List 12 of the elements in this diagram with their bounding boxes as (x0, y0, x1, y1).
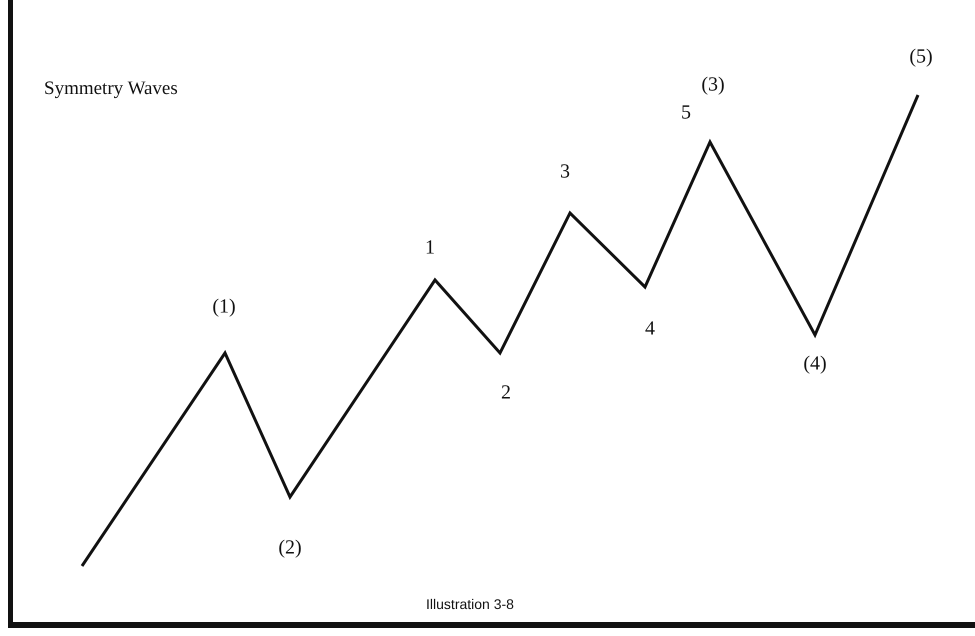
wave-label: 3 (560, 160, 570, 184)
wave-label: 1 (425, 236, 435, 260)
wave-label: (2) (278, 536, 302, 560)
wave-label: 2 (501, 382, 511, 404)
wave-label: (5) (909, 46, 933, 68)
diagram-title: Symmetry Waves (44, 78, 178, 100)
wave-label: (1) (212, 296, 236, 318)
wave-label: 5 (681, 102, 691, 124)
wave-label: (3) (701, 74, 725, 96)
wave-label: 4 (645, 318, 655, 340)
caption: Illustration 3-8 (426, 596, 514, 612)
wave-label: (4) (803, 352, 827, 376)
